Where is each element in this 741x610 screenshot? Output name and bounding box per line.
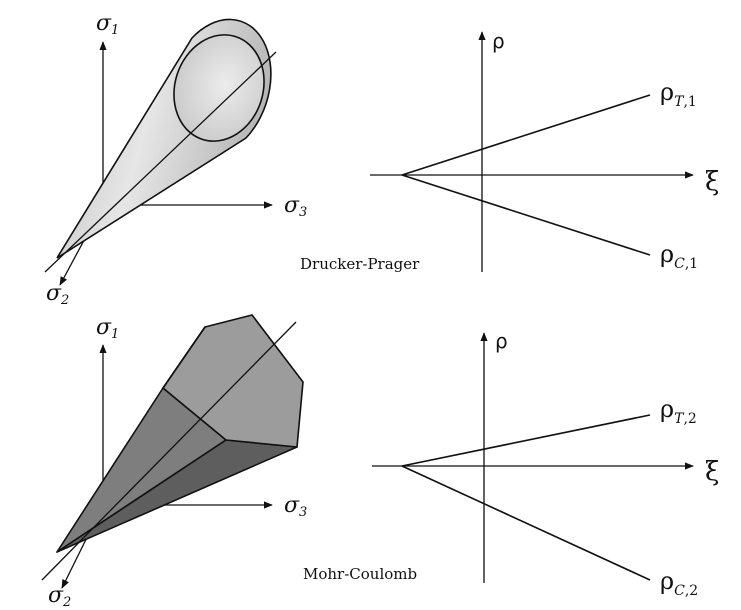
sigma2-label-bottom: σ2 <box>48 583 71 610</box>
rho-label-top: ρ <box>492 29 505 53</box>
caption-drucker-prager: Drucker-Prager <box>300 255 420 273</box>
tension-meridian-top <box>401 94 651 176</box>
rho-c2-label: ρC,2 <box>660 567 698 599</box>
drucker-prager-panel: σ1 σ3 σ2 ρ ξ ρT,1 ρC,1 Drucker-Prager <box>44 11 719 308</box>
rho-c1-label: ρC,1 <box>660 240 698 272</box>
compression-meridian-bottom <box>401 465 651 581</box>
tension-meridian-bottom <box>401 414 651 467</box>
sigma1-label-bottom: σ1 <box>96 315 119 342</box>
sigma1-label-top: σ1 <box>96 11 119 38</box>
drucker-prager-cone <box>44 18 277 273</box>
top-meridian-plane <box>370 31 694 272</box>
rho-label-bottom: ρ <box>495 329 508 353</box>
sigma2-label-top: σ2 <box>46 281 69 308</box>
caption-mohr-coulomb: Mohr-Coulomb <box>303 565 417 583</box>
mohr-coulomb-panel: σ1 σ3 σ2 ρ ξ ρT,2 ρC,2 Mohr-Coulomb <box>41 314 719 610</box>
sigma3-label-top: σ3 <box>284 193 307 220</box>
sigma3-label-bottom: σ3 <box>284 493 307 520</box>
rho-t2-label: ρT,2 <box>660 395 697 427</box>
bottom-meridian-plane <box>372 332 694 583</box>
hydrostatic-axis-top <box>44 51 277 273</box>
xi-label-bottom: ξ <box>705 457 719 487</box>
mohr-coulomb-prism <box>41 314 304 581</box>
prism-edge-upper <box>162 326 206 389</box>
cone-cap <box>173 34 265 142</box>
rho-t1-label: ρT,1 <box>660 78 697 110</box>
hydrostatic-axis-bottom <box>41 321 297 581</box>
compression-meridian-top <box>401 174 651 256</box>
xi-label-top: ξ <box>705 167 719 197</box>
